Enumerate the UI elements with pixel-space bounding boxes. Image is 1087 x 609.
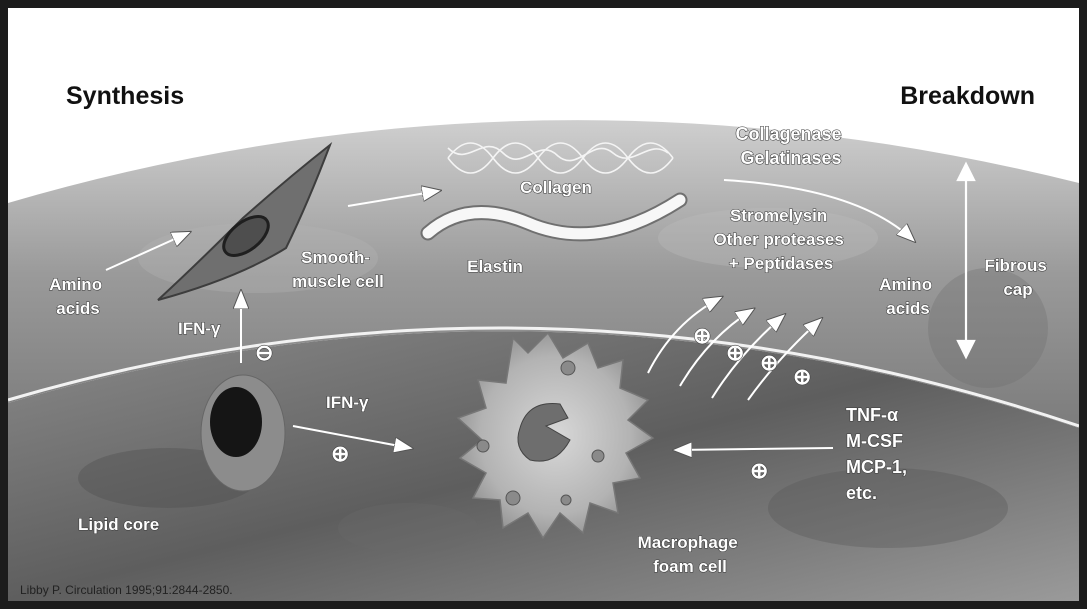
- label-ifn-gamma-lower: IFN-γ: [326, 393, 369, 412]
- label-lipid-core: Lipid core: [78, 515, 159, 534]
- stimulate-symbol-1: ⊕: [693, 323, 711, 348]
- label-ifn-gamma-upper: IFN-γ: [178, 319, 221, 338]
- citation: Libby P. Circulation 1995;91:2844-2850.: [20, 583, 233, 597]
- stimulate-symbol-4: ⊕: [793, 364, 811, 389]
- stimulate-symbol-2: ⊕: [726, 340, 744, 365]
- stimulate-symbol-3: ⊕: [760, 350, 778, 375]
- plaque-diagram: Synthesis Breakdown Amino acids Smooth- …: [8, 8, 1079, 601]
- stimulate-symbol-ifn: ⊕: [331, 441, 349, 466]
- label-proteases: Stromelysin Other proteases + Peptidases: [713, 206, 848, 273]
- inhibit-symbol-ifn: ⊖: [255, 340, 273, 365]
- t-cell-nucleus: [210, 387, 262, 457]
- label-collagen: Collagen: [520, 178, 592, 197]
- heading-synthesis: Synthesis: [66, 82, 184, 110]
- heading-breakdown: Breakdown: [900, 82, 1035, 110]
- stimulate-symbol-cytokines: ⊕: [750, 458, 768, 483]
- label-elastin: Elastin: [467, 257, 523, 276]
